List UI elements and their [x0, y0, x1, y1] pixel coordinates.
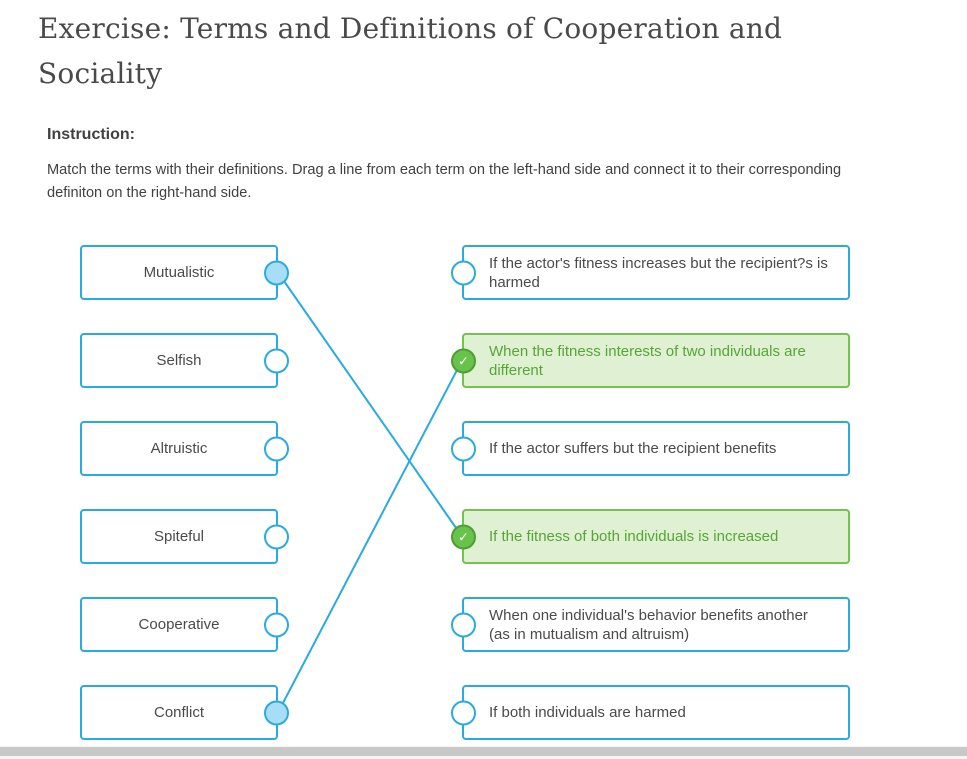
term-label: Cooperative [138, 616, 220, 633]
definition-text: If both individuals are harmed [489, 704, 686, 721]
term-box-mutualistic[interactable]: Mutualistic [80, 245, 289, 300]
term-connector-circle[interactable] [264, 612, 289, 637]
definition-text: When the fitness interests of two indivi… [489, 342, 806, 379]
term-label: Selfish [156, 352, 202, 369]
term-box-cooperative[interactable]: Cooperative [80, 597, 289, 652]
term-box-altruistic[interactable]: Altruistic [80, 421, 289, 476]
term-connector-circle[interactable] [264, 524, 289, 549]
term-connector-circle[interactable] [264, 436, 289, 461]
definition-connector-circle[interactable] [451, 700, 476, 725]
definition-box-5[interactable]: When one individual's behavior benefits … [451, 597, 850, 652]
definition-text: If the actor's fitness increases but the… [489, 254, 828, 291]
definition-box-6[interactable]: If both individuals are harmed [451, 685, 850, 740]
term-box-conflict[interactable]: Conflict [80, 685, 289, 740]
term-label: Altruistic [150, 440, 208, 457]
term-label: Spiteful [153, 528, 205, 545]
horizontal-scrollbar-thumb[interactable] [0, 747, 967, 756]
definition-text: If the actor suffers but the recipient b… [489, 440, 777, 457]
term-box-spiteful[interactable]: Spiteful [80, 509, 289, 564]
term-connector-circle[interactable] [264, 260, 289, 285]
term-connector-circle[interactable] [264, 700, 289, 725]
definition-connector-circle[interactable] [451, 260, 476, 285]
definition-box-2[interactable]: ✓ When the fitness interests of two indi… [451, 333, 850, 388]
check-icon[interactable]: ✓ [451, 524, 476, 549]
definition-box-3[interactable]: If the actor suffers but the recipient b… [451, 421, 850, 476]
instruction-heading: Instruction: [47, 126, 135, 143]
term-label: Mutualistic [143, 264, 215, 281]
definition-connector-circle[interactable] [451, 612, 476, 637]
definition-text: If the fitness of both individuals is in… [489, 528, 779, 545]
definition-box-4[interactable]: ✓ If the fitness of both individuals is … [451, 509, 850, 564]
term-label: Conflict [153, 704, 205, 721]
term-connector-circle[interactable] [264, 348, 289, 373]
definition-text: When one individual's behavior benefits … [489, 606, 808, 643]
check-icon[interactable]: ✓ [451, 348, 476, 373]
definition-box-1[interactable]: If the actor's fitness increases but the… [451, 245, 850, 300]
definition-connector-circle[interactable] [451, 436, 476, 461]
page-title: Exercise: Terms and Definitions of Coope… [38, 12, 783, 90]
term-box-selfish[interactable]: Selfish [80, 333, 289, 388]
horizontal-scrollbar[interactable] [0, 746, 967, 759]
instruction-text: Match the terms with their definitions. … [47, 162, 842, 201]
